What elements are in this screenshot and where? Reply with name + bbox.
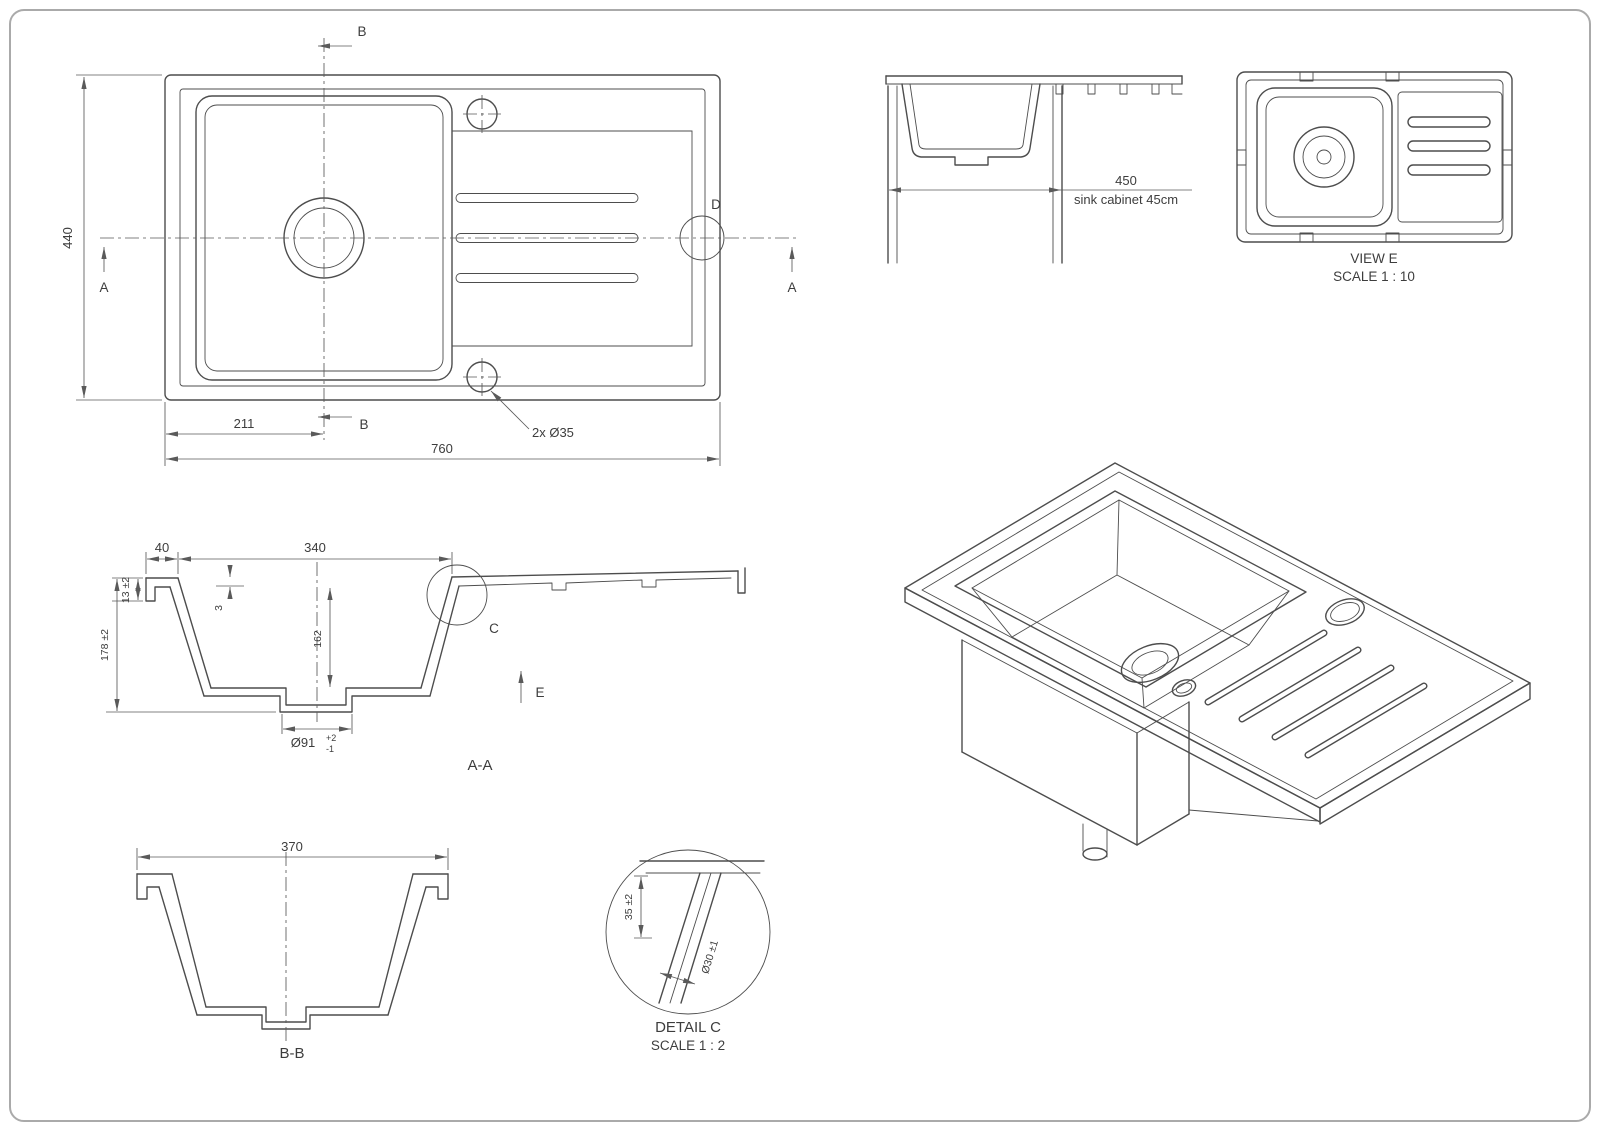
rib [1407, 116, 1491, 128]
detail-d-label: D [711, 197, 721, 212]
drainer-groove [455, 193, 639, 203]
top-face-outline [904, 462, 1531, 809]
section-aa: 40 340 13 ±2 178 ±2 3 162 Ø91 +2 -1 C E … [99, 540, 746, 774]
sink-outline-top [164, 74, 721, 401]
dim-drain-tol-lower: -1 [326, 744, 334, 754]
fixing-clip [1299, 71, 1314, 82]
cabinet-note: sink cabinet 45cm [1074, 192, 1178, 207]
detail-c-marker: C [489, 621, 499, 636]
detail-boundary [605, 849, 771, 1015]
cabinet-section-view: 450 sink cabinet 45cm [885, 75, 1192, 264]
bowl-rim [954, 490, 1307, 688]
dim-450: 450 [1115, 173, 1137, 188]
dim-162: 162 [312, 630, 324, 648]
bowl-underside-box [961, 639, 1319, 846]
section-label-a-left: A [99, 280, 108, 295]
holes-callout: 2x Ø35 [532, 425, 574, 440]
section-bb: 370 B-B [136, 839, 449, 1062]
section-label-a-right: A [787, 280, 796, 295]
bowl-bottom-inner [210, 687, 422, 706]
dim-211: 211 [234, 416, 255, 431]
drainboard-end-lip [737, 567, 746, 594]
dim-drain-dia: Ø91 [291, 735, 316, 750]
overflow-hole [1171, 679, 1197, 697]
bowl-underside [1256, 87, 1393, 227]
rib [1407, 140, 1491, 152]
bowl-bottom-outer [203, 695, 431, 713]
detail-c: 35 ±2 Ø30 ±1 DETAIL C SCALE 1 : 2 [605, 849, 771, 1053]
dim-760: 760 [431, 441, 453, 456]
right-edge-band [1319, 682, 1531, 825]
drainer-grooves [1204, 629, 1428, 759]
view-e-marker: E [535, 685, 544, 700]
section-aa-label: A-A [467, 757, 492, 774]
dim-35: 35 ±2 [623, 894, 635, 920]
isometric-view [904, 462, 1531, 861]
mounting-clip [1087, 83, 1096, 95]
mounting-clip [1151, 83, 1160, 95]
dim-178: 178 ±2 [99, 629, 111, 661]
dim-440: 440 [60, 227, 75, 249]
drain-underside [1293, 126, 1355, 188]
dim-40: 40 [155, 540, 169, 555]
sheet-border [9, 9, 1591, 1122]
section-label-b-bottom: B [359, 417, 368, 432]
detail-c-scale: SCALE 1 : 2 [651, 1038, 725, 1053]
drainboard-top [451, 570, 739, 578]
fixing-clip [1385, 71, 1400, 82]
view-e: VIEW E SCALE 1 : 10 [1236, 71, 1513, 284]
fixing-clip [1299, 232, 1314, 243]
rim-lip-left [136, 873, 160, 900]
tap-hole [1325, 598, 1365, 626]
dim-13: 13 ±2 [120, 577, 132, 603]
front-edge-band [904, 587, 1321, 823]
view-e-scale: SCALE 1 : 10 [1333, 269, 1415, 284]
mounting-clip [1119, 83, 1128, 95]
section-bb-label: B-B [279, 1045, 304, 1062]
bowl-floor [1011, 574, 1250, 709]
holes-leader [490, 390, 530, 430]
drainer-groove [455, 273, 639, 283]
fixing-clip [1236, 149, 1247, 166]
dim-340: 340 [304, 540, 326, 555]
dim-30: Ø30 ±1 [699, 939, 721, 976]
detail-c-circle [426, 564, 488, 626]
view-e-title: VIEW E [1350, 251, 1397, 266]
plan-view: B B A A D 440 211 760 2x Ø35 [60, 24, 800, 466]
rim-lip-left [145, 577, 171, 602]
drainer-panel [1397, 91, 1503, 223]
rim-lip-right [425, 873, 449, 900]
drainboard-underside [458, 577, 732, 591]
dim-drain-tol-upper: +2 [326, 733, 336, 743]
dim-370: 370 [281, 839, 303, 854]
section-label-b-top: B [357, 24, 366, 39]
bowl-profile [901, 83, 1041, 166]
drain-stub [1082, 823, 1108, 861]
mounting-clip [1055, 83, 1064, 95]
detail-c-title: DETAIL C [655, 1019, 721, 1036]
boss-wall-inner [680, 872, 722, 1004]
fixing-clip [1385, 232, 1400, 243]
fixing-clip [1502, 149, 1513, 166]
dim-3: 3 [213, 605, 225, 611]
rib [1407, 164, 1491, 176]
drain-hole [1120, 642, 1180, 684]
sink-rim-inner [179, 88, 706, 387]
